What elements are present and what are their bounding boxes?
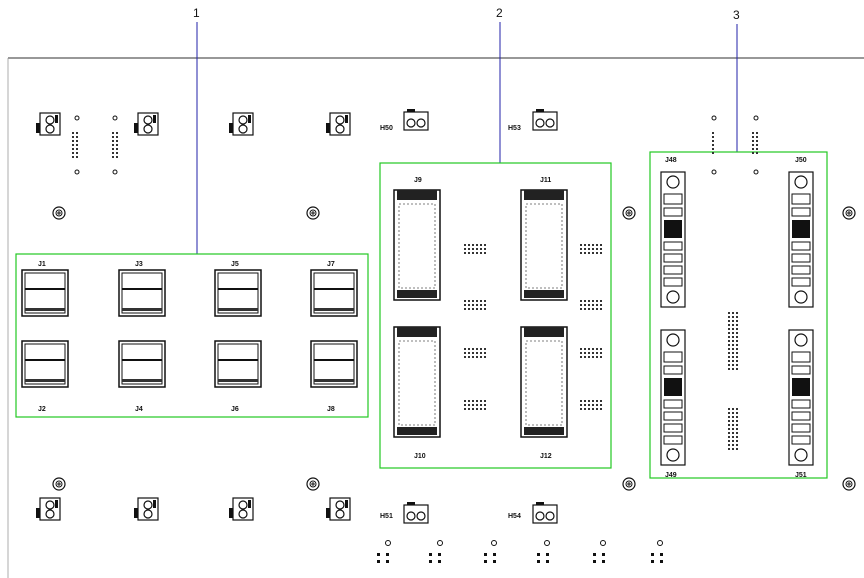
label-j51: J51 xyxy=(795,472,807,479)
label-j9: J9 xyxy=(414,177,422,184)
label-j50: J50 xyxy=(795,157,807,164)
label-j10: J10 xyxy=(414,453,426,460)
label-h54: H54 xyxy=(508,513,521,520)
group-1-connectors xyxy=(21,269,358,388)
bottom-vias xyxy=(377,540,663,563)
bottom-headers xyxy=(35,497,558,524)
label-h51: H51 xyxy=(380,513,393,520)
callout-leaders xyxy=(196,22,738,254)
label-j11: J11 xyxy=(540,177,551,184)
callout-1: 1 xyxy=(193,6,200,20)
group-2-connectors xyxy=(393,189,568,438)
callout-3: 3 xyxy=(733,8,740,22)
via-array xyxy=(70,130,78,158)
label-j48: J48 xyxy=(665,157,677,164)
label-j4: J4 xyxy=(135,406,143,413)
label-j7: J7 xyxy=(327,261,335,268)
label-j8: J8 xyxy=(327,406,335,413)
label-j6: J6 xyxy=(231,406,239,413)
group-3-outline xyxy=(649,151,828,479)
label-j5: J5 xyxy=(231,261,239,268)
via-array xyxy=(752,130,758,156)
label-h53: H53 xyxy=(508,125,521,132)
group-3-pin-array xyxy=(726,408,738,452)
group-3-pin-array xyxy=(726,310,738,372)
via-array xyxy=(710,130,716,156)
callout-2: 2 xyxy=(496,6,503,20)
label-j1: J1 xyxy=(38,261,46,268)
label-j3: J3 xyxy=(135,261,143,268)
via-array xyxy=(110,130,118,158)
label-h50: H50 xyxy=(380,125,393,132)
group-2-outline xyxy=(379,162,612,469)
top-vias xyxy=(74,115,759,175)
label-j2: J2 xyxy=(38,406,46,413)
group-1-outline xyxy=(15,253,369,418)
label-j12: J12 xyxy=(540,453,552,460)
group-2-pin-arrays xyxy=(462,244,604,412)
label-j49: J49 xyxy=(665,472,677,479)
